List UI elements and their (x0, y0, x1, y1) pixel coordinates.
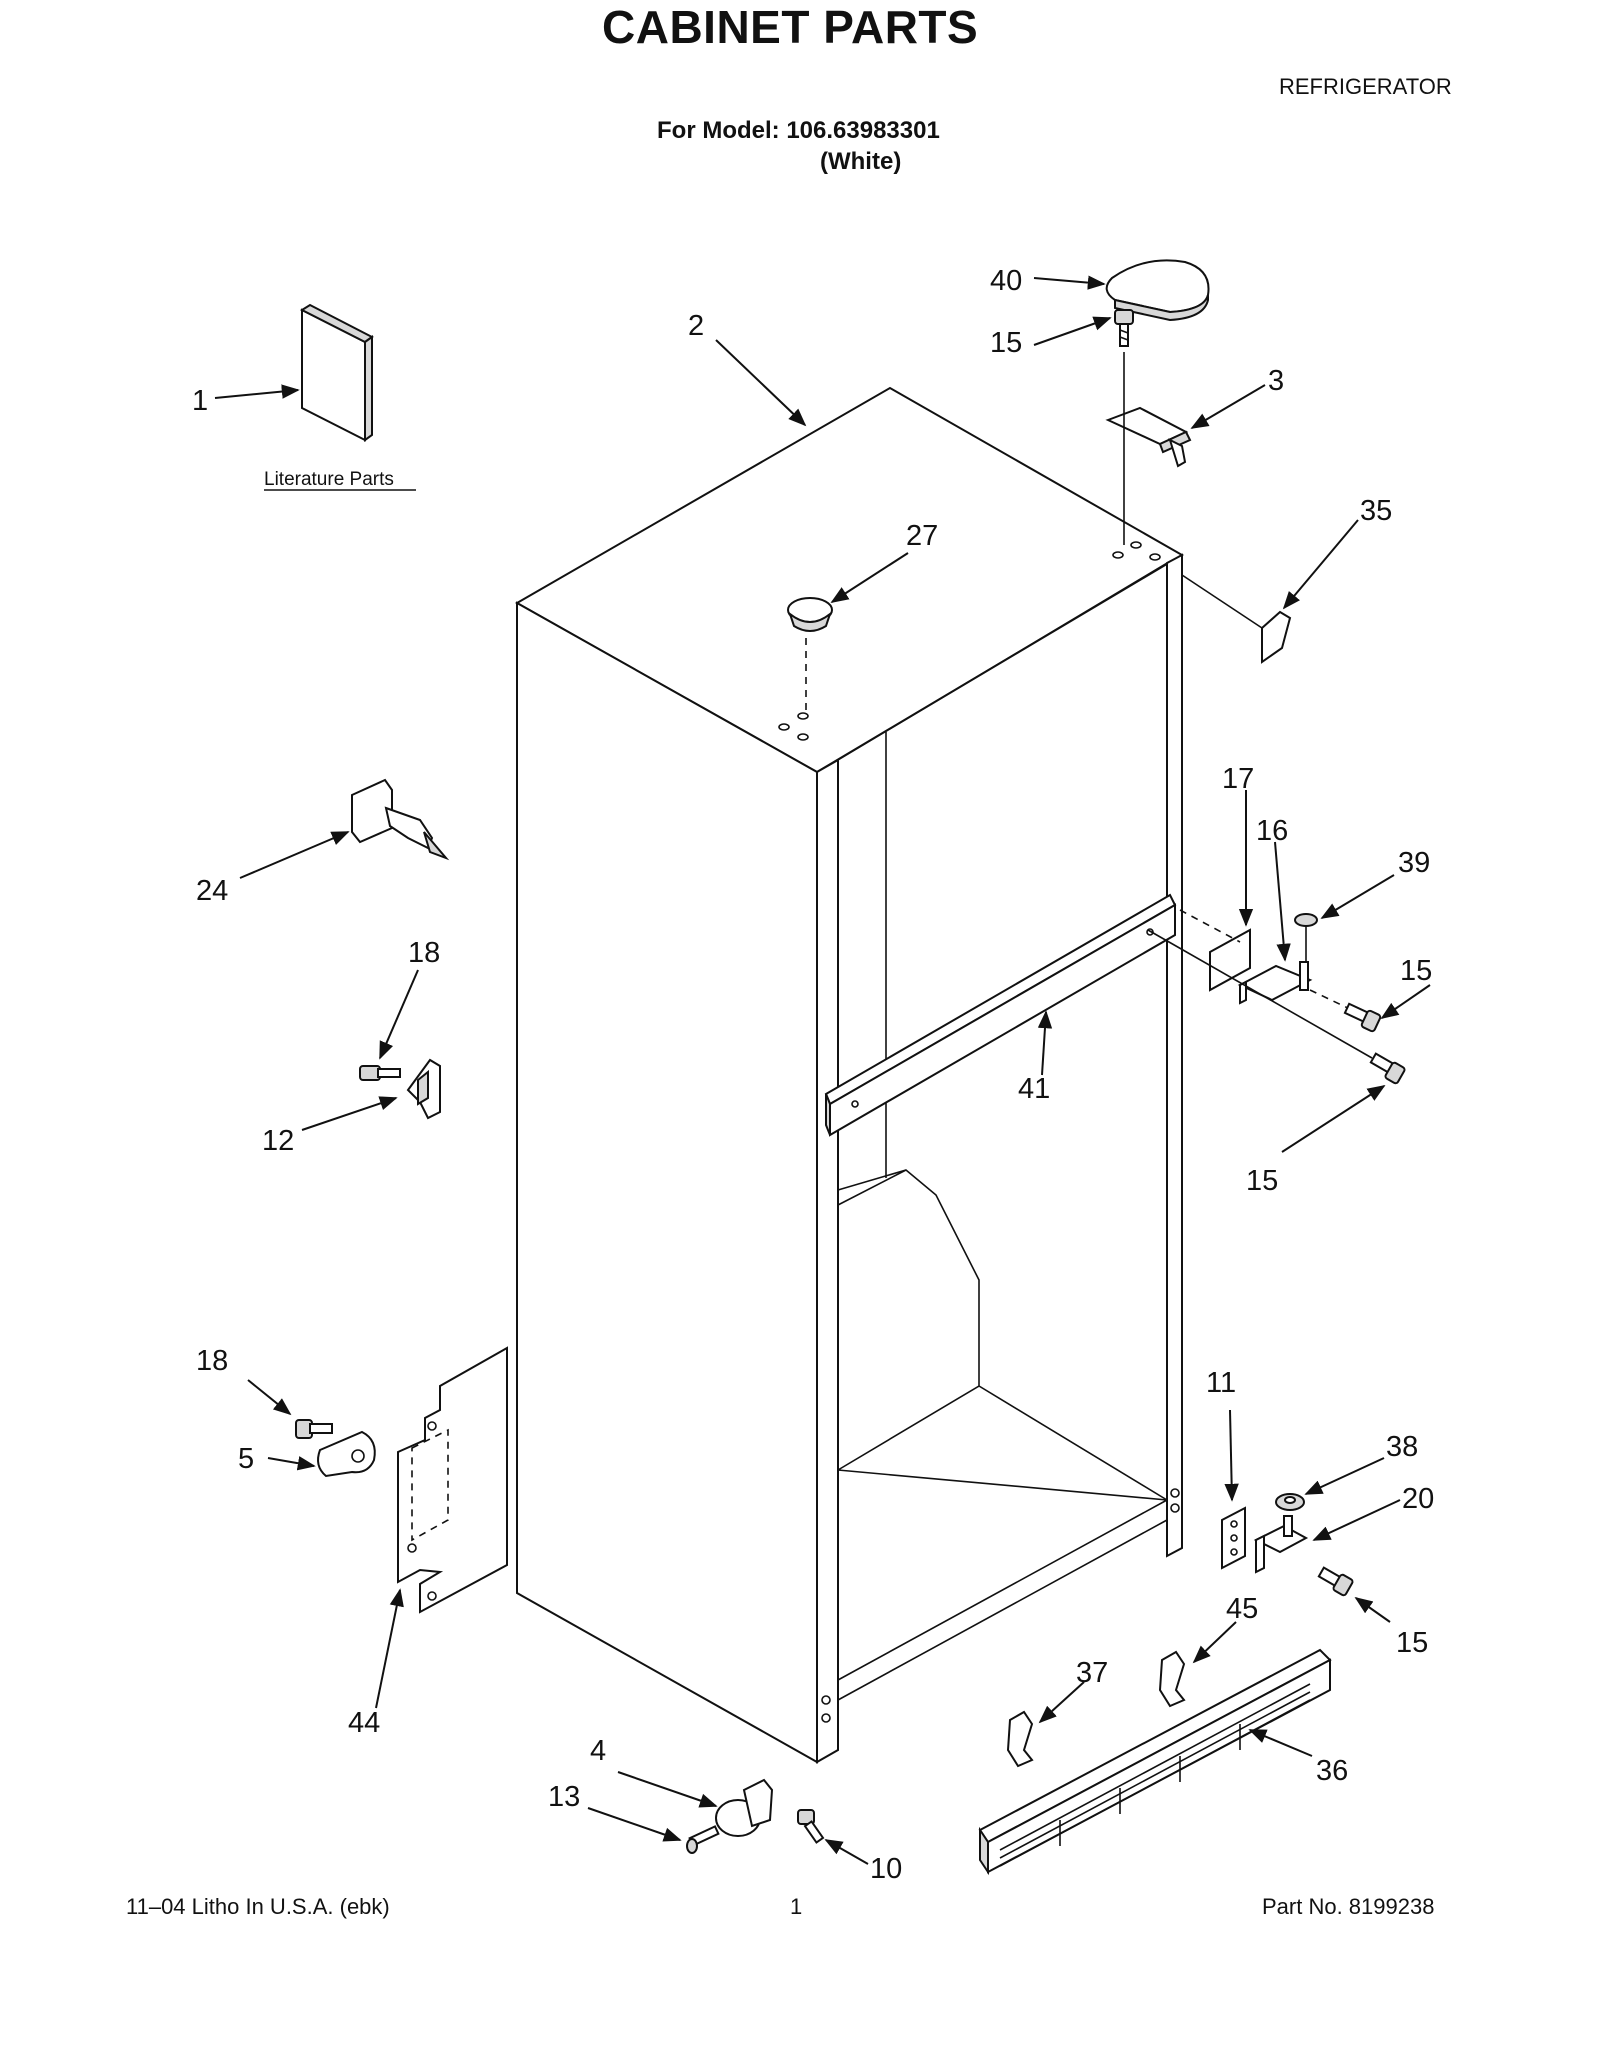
callout-18b: 18 (196, 1345, 228, 1377)
leader-4 (617, 1771, 718, 1808)
top-plug-button (787, 597, 833, 710)
callout-37: 37 (1076, 1657, 1108, 1689)
model-number: For Model: 106.63983301 (657, 117, 940, 144)
hinge-washer-bottom (1275, 1493, 1305, 1511)
leader-45 (1192, 1621, 1237, 1664)
leader-24 (239, 831, 350, 879)
leader-39 (1320, 874, 1395, 919)
bottom-hinge (1253, 1515, 1309, 1574)
leader-10 (824, 1839, 869, 1865)
leader-15c (1281, 1085, 1386, 1153)
wire-clamp (317, 1430, 376, 1478)
leader-35 (1282, 519, 1359, 610)
leader-20 (1312, 1499, 1401, 1541)
callout-16: 16 (1256, 815, 1288, 847)
callout-18a: 18 (408, 937, 440, 969)
refrigerator-cabinet (514, 386, 1184, 1764)
bottom-hinge-shim (1221, 1506, 1246, 1570)
leveling-roller-bracket (715, 1778, 774, 1837)
screw-top-hinge (1114, 309, 1134, 347)
hinge-washer-center (1294, 913, 1318, 962)
leader-11 (1224, 1409, 1239, 1502)
center-mullion-bar (824, 893, 1177, 1137)
leader-12 (301, 1096, 398, 1131)
door-stop (351, 778, 450, 861)
screw-center-hinge-a (1309, 989, 1382, 1033)
callout-41: 41 (1018, 1073, 1050, 1105)
leader-38 (1304, 1457, 1385, 1495)
door-stop-bracket (406, 1058, 441, 1120)
appliance-category: REFRIGERATOR (1279, 74, 1452, 99)
roller-screw (797, 1809, 825, 1844)
screw-bottom-hinge (1317, 1566, 1354, 1597)
callout-17: 17 (1222, 763, 1254, 795)
leader-3 (1190, 384, 1266, 429)
leader-1 (214, 384, 300, 399)
top-hinge (1105, 352, 1192, 545)
callout-35: 35 (1360, 495, 1392, 527)
screw-center-hinge-b (1147, 929, 1406, 1085)
callout-40: 40 (990, 265, 1022, 297)
callout-3: 3 (1268, 365, 1284, 397)
callout-39: 39 (1398, 847, 1430, 879)
callout-44: 44 (348, 1707, 380, 1739)
footer-part-number: Part No. 8199238 (1262, 1894, 1435, 1919)
callout-15a: 15 (990, 327, 1022, 359)
center-hinge-spacer (1179, 909, 1251, 992)
screw-upper-left (359, 1065, 401, 1081)
leader-18a (379, 969, 419, 1060)
leader-27 (830, 552, 909, 603)
callout-27: 27 (906, 520, 938, 552)
callout-10: 10 (870, 1853, 902, 1885)
screw-lower-left (295, 1419, 333, 1439)
leader-40 (1033, 275, 1106, 290)
callout-4: 4 (590, 1735, 606, 1767)
model-color: (White) (820, 148, 902, 175)
leader-36 (1248, 1729, 1313, 1757)
leader-44 (375, 1588, 404, 1709)
leader-41 (1037, 1010, 1053, 1076)
callout-15c: 15 (1246, 1165, 1278, 1197)
callout-11: 11 (1206, 1367, 1236, 1399)
callout-1: 1 (192, 385, 208, 417)
callout-24: 24 (196, 875, 228, 907)
literature-booklet (299, 303, 374, 442)
leader-15d (1354, 1596, 1391, 1623)
hinge-cover (1105, 259, 1210, 322)
leader-18b (247, 1379, 292, 1416)
top-trim-end-cap (1181, 574, 1292, 664)
callout-5: 5 (238, 1443, 254, 1475)
roller-pin (686, 1825, 720, 1854)
footer-page-number: 1 (790, 1894, 803, 1919)
literature-parts-label: Literature Parts (264, 469, 394, 490)
leader-15a (1033, 316, 1112, 346)
callout-12: 12 (262, 1125, 294, 1157)
callout-2: 2 (688, 310, 704, 342)
leader-5 (267, 1456, 316, 1471)
footer-print-info: 11–04 Litho In U.S.A. (ebk) (126, 1894, 390, 1919)
grille-clip-right (1158, 1650, 1186, 1708)
callout-36: 36 (1316, 1755, 1348, 1787)
toe-grille (978, 1648, 1332, 1876)
leader-37 (1038, 1681, 1085, 1724)
callout-13: 13 (548, 1781, 580, 1813)
grille-clip-left (1006, 1710, 1034, 1768)
leader-13 (587, 1807, 682, 1842)
leader-16 (1274, 841, 1291, 962)
callout-38: 38 (1386, 1431, 1418, 1463)
callout-20: 20 (1402, 1483, 1434, 1515)
side-access-panel (397, 1346, 508, 1614)
leader-15b (1380, 984, 1431, 1020)
callout-45: 45 (1226, 1593, 1258, 1625)
leader-2 (715, 339, 807, 427)
callout-15d: 15 (1396, 1627, 1428, 1659)
callout-15b: 15 (1400, 955, 1432, 987)
